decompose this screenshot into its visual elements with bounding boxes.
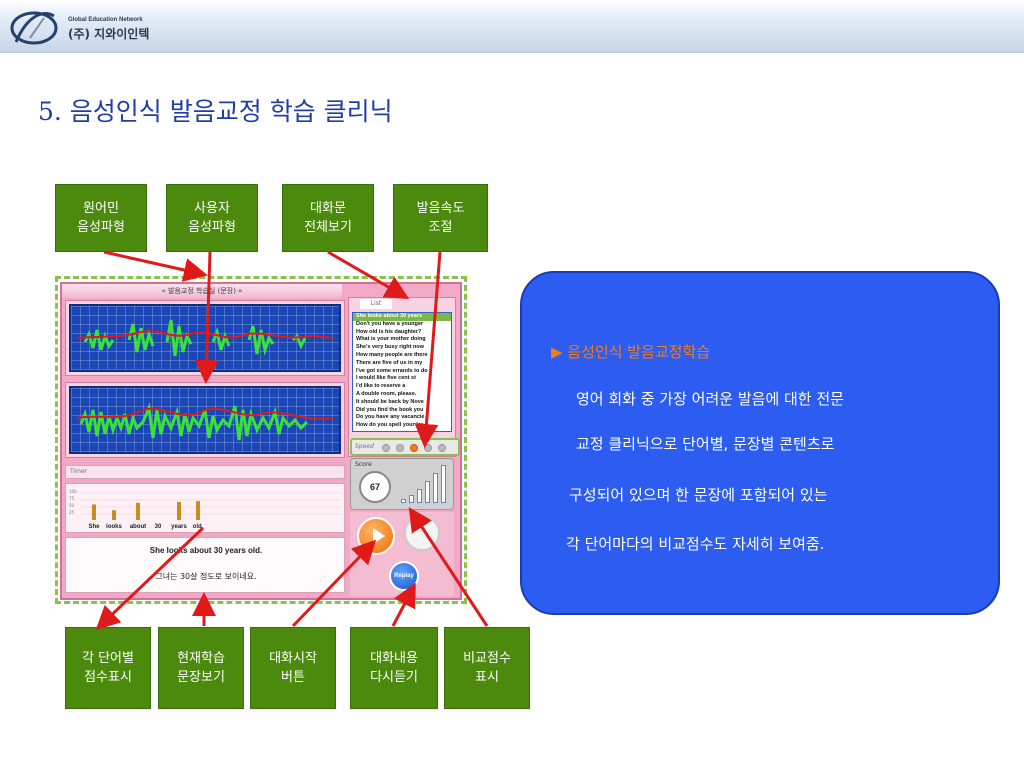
score-label: Score [355, 461, 372, 468]
speed-dot-3-selected[interactable] [410, 444, 418, 452]
word-label: looks [106, 524, 122, 530]
user-waveform [69, 386, 341, 454]
callout-speed-control: 발음속도 조절 [393, 184, 488, 252]
logo-english-text: Global Education Network [68, 17, 143, 23]
word-score-bar [177, 501, 181, 520]
callout-replay: 대화내용 다시듣기 [350, 627, 438, 709]
replay-button[interactable]: Replay [389, 561, 419, 591]
dialogue-list-item[interactable]: I would like five cent st [356, 375, 416, 382]
play-icon [373, 528, 385, 544]
page-title: 5. 음성인식 발음교정 학습 클리닉 [38, 97, 393, 126]
word-score-bar [196, 501, 200, 520]
score-signal-bar [417, 489, 422, 503]
dialogue-list-item[interactable]: What is your mother doing [356, 336, 426, 343]
current-sentence-english: She looks about 30 years old. [149, 546, 263, 555]
score-signal-bar [425, 481, 430, 503]
app-title: « 발음교정 학습실 (문장) » [62, 284, 342, 298]
list-tab[interactable]: List [360, 299, 392, 309]
info-panel [520, 271, 1000, 615]
secondary-control-button[interactable] [404, 515, 440, 551]
score-tick-label: 50 [69, 503, 75, 508]
logo-korean-text: (주) 지와이인텍 [68, 27, 150, 41]
score-signal-bar [433, 473, 438, 503]
speed-dot-2[interactable] [396, 444, 404, 452]
speed-dot-4[interactable] [424, 444, 432, 452]
dialogue-list-item[interactable]: It should be back by Nove [356, 398, 424, 405]
speed-control[interactable]: Speed [350, 438, 460, 456]
header-bar [0, 0, 1024, 53]
info-line: 구성되어 있으며 한 문장에 포함되어 있는 [569, 486, 828, 504]
callout-current-sentence: 현재학습 문장보기 [158, 627, 244, 709]
dialogue-list-item[interactable]: A double room, please. [356, 390, 417, 397]
score-tick-label: 25 [69, 510, 75, 515]
dialogue-list-item[interactable]: How many people are there [356, 351, 428, 358]
dialogue-list-item[interactable]: I'd like to reserve a [356, 383, 406, 390]
speed-dot-1[interactable] [382, 444, 390, 452]
word-score-bar [112, 510, 116, 520]
score-signal-bar [409, 495, 414, 503]
user-waveform-graph [76, 402, 334, 441]
info-line: 영어 회화 중 가장 어려운 발음에 대한 전문 [576, 390, 844, 408]
score-signal-bar [441, 465, 446, 503]
native-waveform-graph [76, 319, 334, 357]
word-label: old. [193, 524, 204, 530]
score-tick-label: 100 [69, 489, 77, 494]
callout-native-waveform: 원어민 음성파형 [55, 184, 147, 252]
word-label: She [88, 524, 100, 530]
score-tick-label: 75 [69, 496, 75, 501]
current-sentence-korean: 그녀는 30살 정도로 보이네요. [155, 572, 257, 581]
speed-label: Speed [355, 443, 374, 450]
dialogue-list-item[interactable]: Don't you have a younger [356, 320, 424, 327]
word-label: years [171, 524, 187, 530]
word-score-bar [92, 504, 96, 520]
comparison-score-panel: Score 67 [350, 458, 454, 510]
dialogue-list-item[interactable]: She's very busy right now [356, 344, 424, 351]
current-sentence-box: She looks about 30 years old. 그녀는 30살 정도… [65, 537, 345, 593]
dialogue-list-item[interactable]: There are five of us in my [356, 359, 423, 366]
timer-bar: Timer [65, 465, 345, 479]
callout-comparison-score: 비교점수 표시 [444, 627, 530, 709]
start-dialogue-button[interactable] [357, 517, 395, 555]
dialogue-list-item[interactable]: I've got some errands to do [356, 367, 428, 374]
info-line: 교정 클리닉으로 단어별, 문장별 콘텐츠로 [576, 435, 835, 453]
app-highlight-frame [55, 276, 467, 604]
callout-start-button: 대화시작 버튼 [250, 627, 336, 709]
arrow-native-waveform [103, 250, 208, 282]
dialogue-list-item[interactable]: How do you spell your las [356, 422, 424, 429]
native-waveform [69, 304, 341, 372]
info-heading: ▶ 음성인식 발음교정학습 [551, 343, 711, 361]
score-value: 67 [359, 471, 391, 503]
dialogue-list-item[interactable]: Did you find the book you [356, 406, 424, 413]
word-label: about [130, 524, 146, 530]
dialogue-list-item[interactable]: How old is his daughter? [356, 328, 422, 335]
word-score-bar [136, 502, 140, 520]
dialogue-list-item[interactable]: Do you have any vacancie [356, 414, 425, 421]
speed-dot-5[interactable] [438, 444, 446, 452]
company-logo-icon [10, 11, 58, 45]
callout-dialogue-view: 대화문 전체보기 [282, 184, 374, 252]
callout-user-waveform: 사용자 음성파형 [166, 184, 258, 252]
word-label: 30 [155, 524, 162, 530]
timer-label: Timer [70, 468, 88, 475]
dialogue-list-item[interactable]: She looks about 30 years [353, 313, 451, 321]
callout-word-scores: 각 단어별 점수표시 [65, 627, 151, 709]
score-signal-bar [401, 499, 406, 503]
info-line: 각 단어마다의 비교점수도 자세히 보여줌. [566, 535, 825, 553]
